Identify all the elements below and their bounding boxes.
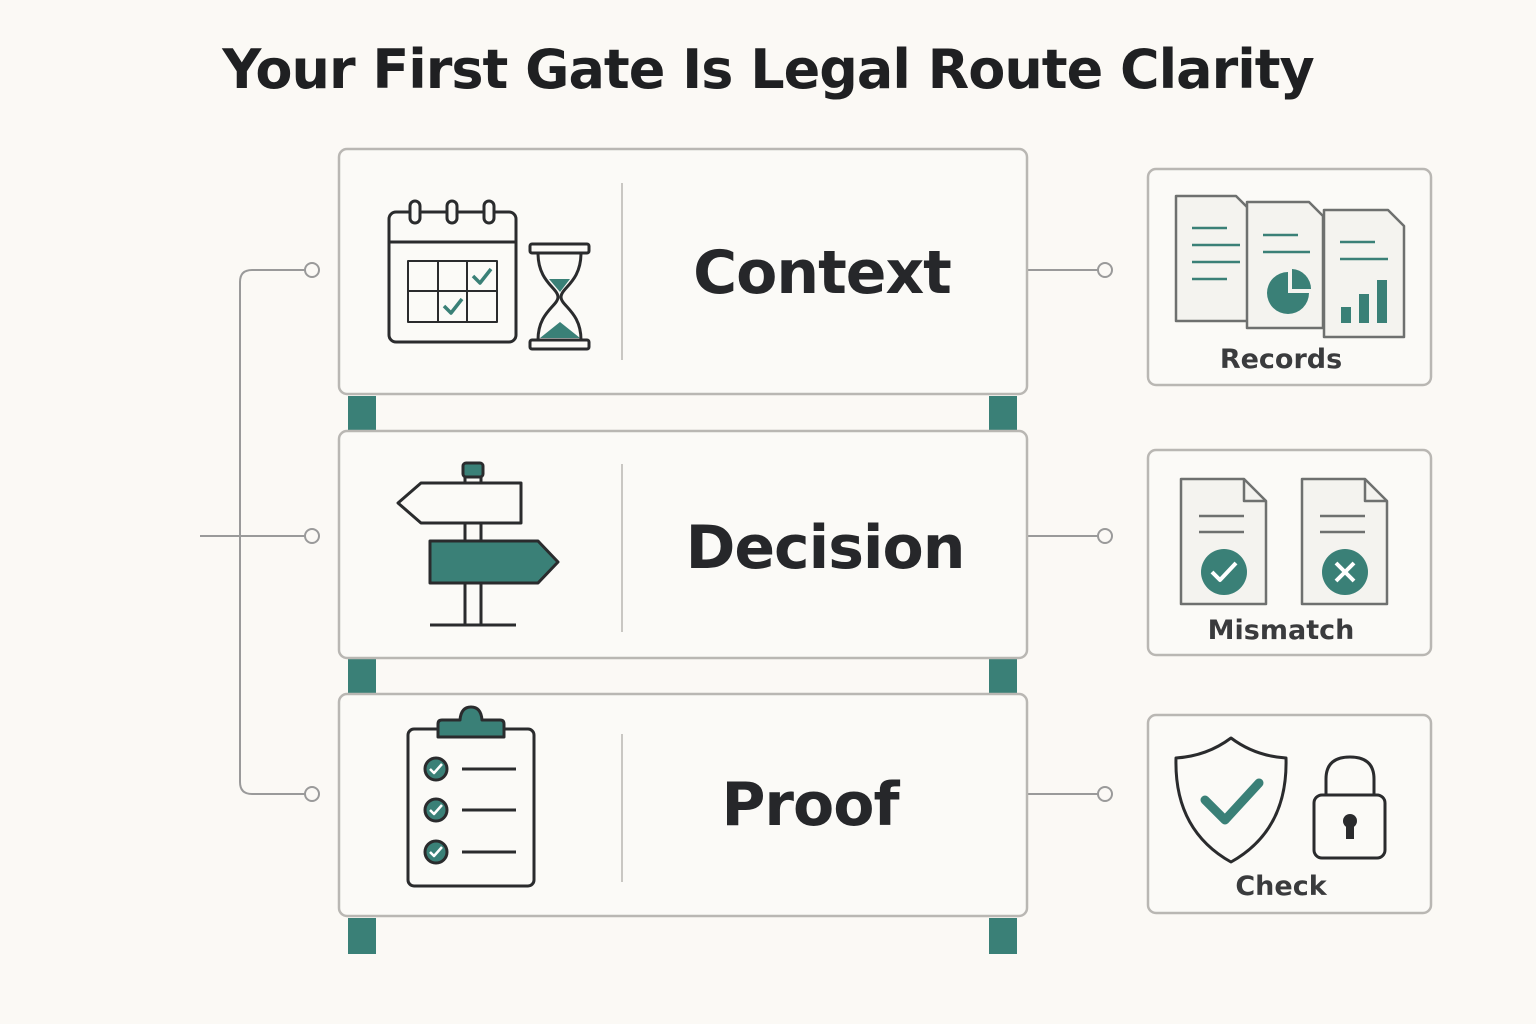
checklist-clipboard-icon	[406, 705, 536, 888]
page-title: Your First Gate Is Legal Route Clarity	[222, 38, 1314, 101]
layer-label-context: Context	[693, 238, 952, 308]
document-x-icon	[1300, 477, 1389, 606]
stack-supports	[348, 396, 1017, 954]
document-icon	[1174, 194, 1252, 323]
hourglass-icon	[528, 242, 591, 351]
side-label-check: Check	[1235, 871, 1327, 902]
right-connectors	[1027, 262, 1113, 802]
layer-label-proof: Proof	[721, 770, 899, 840]
calendar-icon	[387, 199, 518, 344]
side-label-mismatch: Mismatch	[1207, 615, 1355, 646]
left-connector	[200, 262, 320, 802]
padlock-icon	[1312, 755, 1387, 860]
side-label-records: Records	[1219, 344, 1343, 375]
pie-chart-document-icon	[1245, 200, 1325, 330]
shield-check-icon	[1174, 736, 1288, 864]
bar-chart-document-icon	[1322, 208, 1406, 339]
layer-box-context	[337, 147, 1029, 396]
document-check-icon	[1179, 477, 1268, 606]
layer-label-decision: Decision	[685, 513, 966, 583]
signpost-icon	[396, 461, 560, 627]
